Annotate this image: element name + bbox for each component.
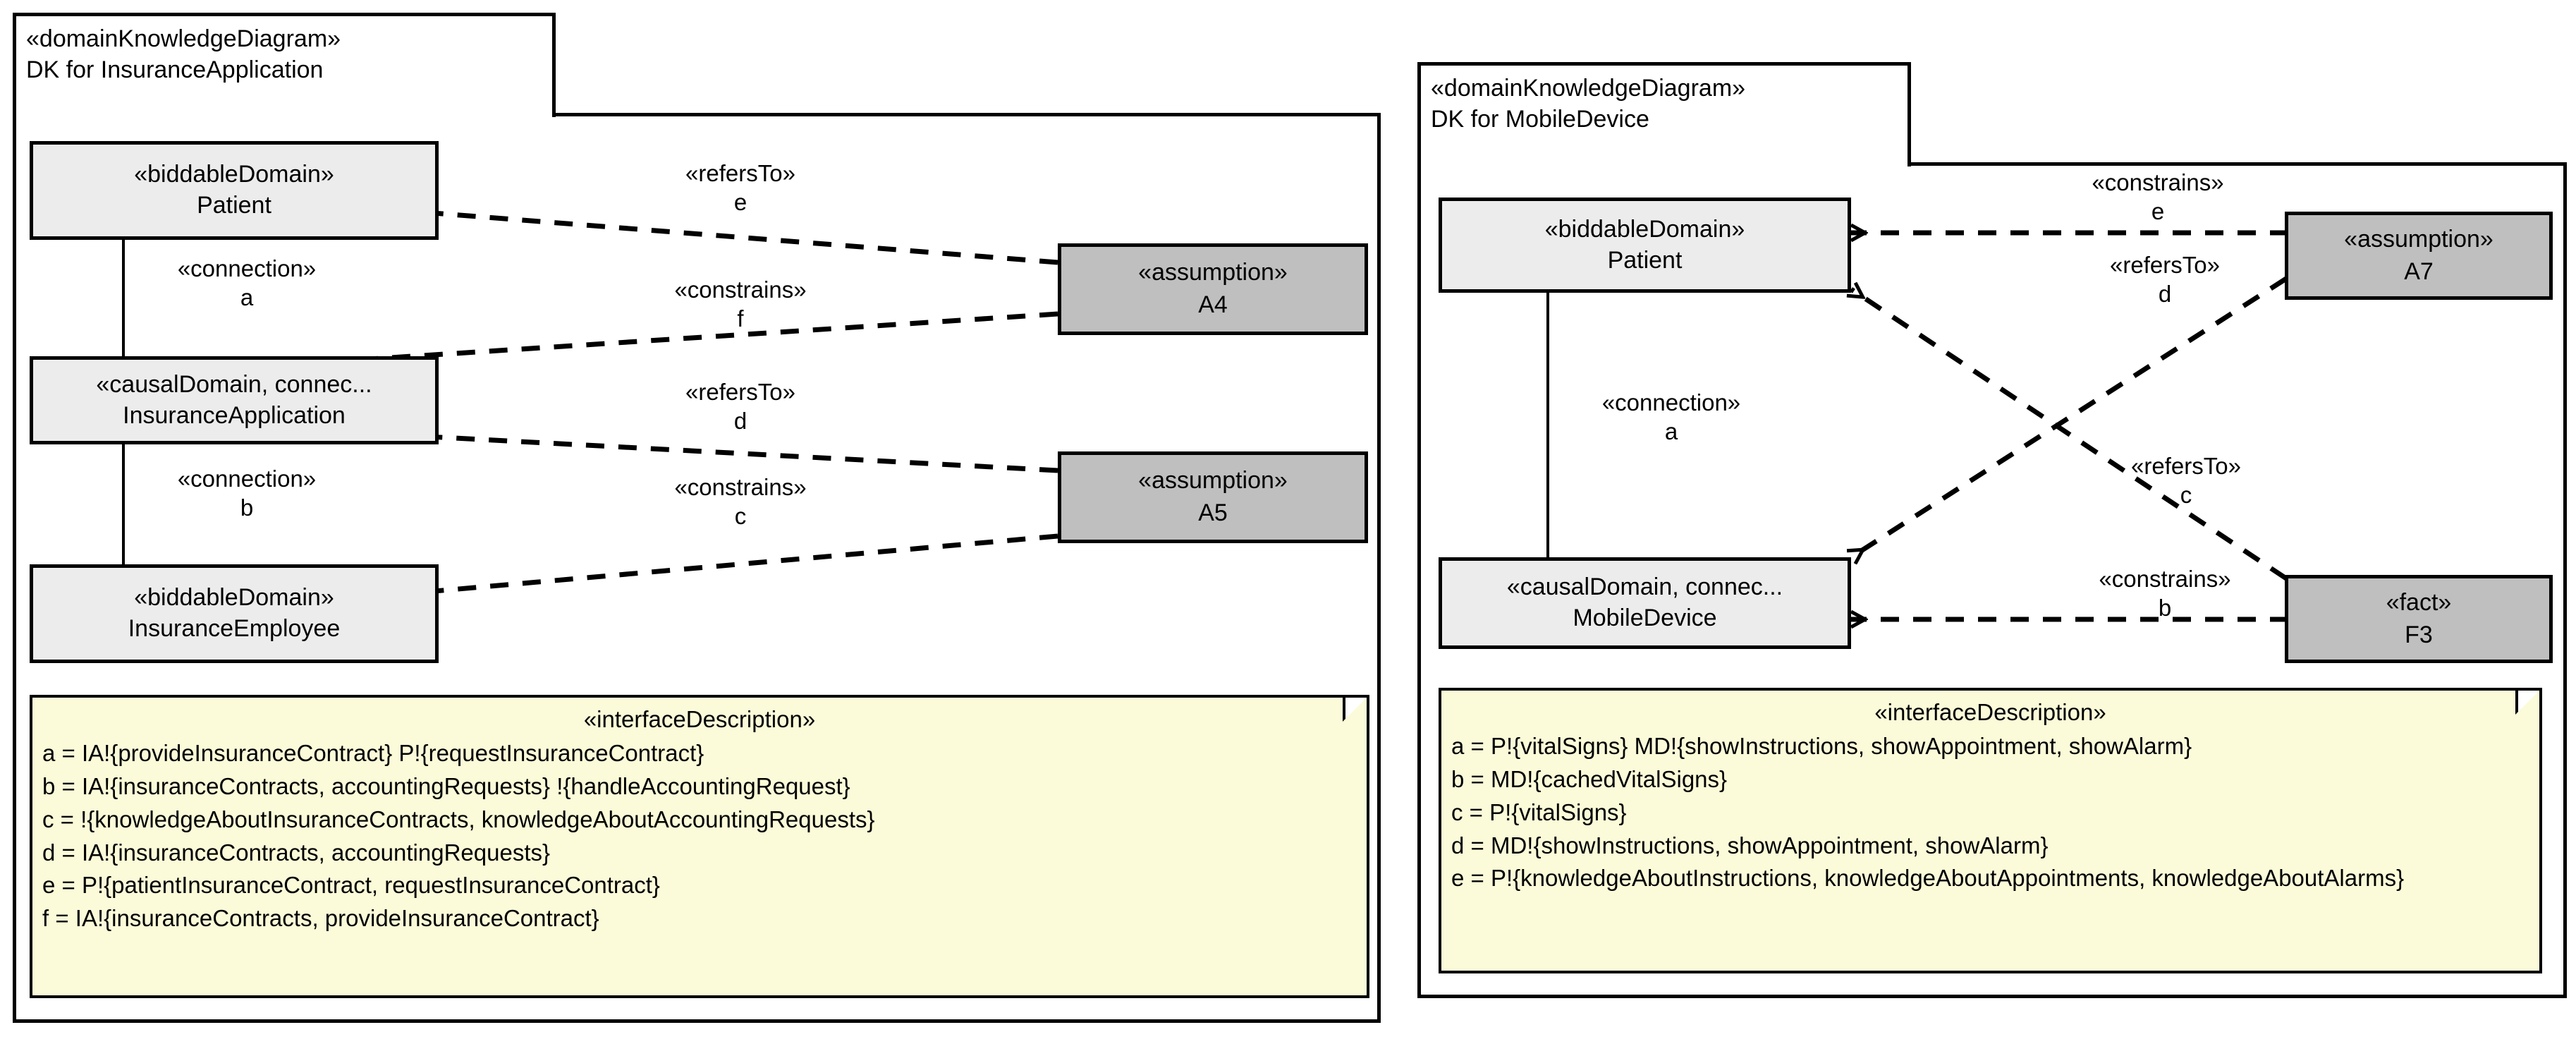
domain-stereotype: «biddableDomain» <box>134 161 334 188</box>
knowledge-box-a7[interactable]: «assumption» A7 <box>2285 212 2553 300</box>
note-interface-description-left: «interfaceDescription» a = IA!{provideIn… <box>30 695 1369 998</box>
note-interface-description-right: «interfaceDescription» a = P!{vitalSigns… <box>1439 688 2542 973</box>
knowledge-name: A7 <box>2404 257 2434 285</box>
domain-name: Patient <box>197 192 271 219</box>
note-line: a = P!{vitalSigns} MD!{showInstructions,… <box>1451 733 2192 759</box>
knowledge-box-f3[interactable]: «fact» F3 <box>2285 575 2553 663</box>
note-line: d = MD!{showInstructions, showAppointmen… <box>1451 832 2049 858</box>
domain-name: Patient <box>1607 246 1683 274</box>
note-line: f = IA!{insuranceContracts, provideInsur… <box>42 905 599 932</box>
note-fold-icon <box>2515 691 2539 715</box>
frame-tab-insurance-application: «domainKnowledgeDiagram» DK for Insuranc… <box>13 13 556 117</box>
domain-box-patient[interactable]: «biddableDomain» Patient <box>30 141 439 240</box>
frame-stereotype: «domainKnowledgeDiagram» <box>1431 75 1746 102</box>
relation-line-d <box>219 425 1058 473</box>
frame-tab-mobile-device: «domainKnowledgeDiagram» DK for MobileDe… <box>1417 62 1911 166</box>
domain-stereotype: «causalDomain, connec... <box>96 370 372 398</box>
note-line: a = IA!{provideInsuranceContract} P!{req… <box>42 740 704 766</box>
domain-name: MobileDevice <box>1573 605 1717 631</box>
note-line: d = IA!{insuranceContracts, accountingRe… <box>42 839 551 866</box>
domain-name: InsuranceApplication <box>123 401 346 429</box>
relation-line-c2 <box>1851 289 2288 581</box>
note-line: c = !{knowledgeAboutInsuranceContracts, … <box>42 806 875 832</box>
note-line: b = IA!{insuranceContracts, accountingRe… <box>42 772 850 799</box>
note-title: «interfaceDescription» <box>583 706 816 732</box>
domain-box-insurance-employee[interactable]: «biddableDomain» InsuranceEmployee <box>30 564 439 663</box>
domain-stereotype: «biddableDomain» <box>1544 215 1745 243</box>
domain-box-insurance-application[interactable]: «causalDomain, connec... InsuranceApplic… <box>30 356 439 444</box>
knowledge-box-a5[interactable]: «assumption» A5 <box>1058 451 1368 543</box>
frame-name: DK for InsuranceApplication <box>26 56 324 84</box>
knowledge-stereotype: «assumption» <box>1138 259 1288 286</box>
note-line: b = MD!{cachedVitalSigns} <box>1451 765 1728 792</box>
relation-line-d2 <box>1851 277 2288 557</box>
knowledge-stereotype: «assumption» <box>1138 467 1288 494</box>
domain-box-mobile-device[interactable]: «causalDomain, connec... MobileDevice <box>1439 557 1851 649</box>
knowledge-box-a4[interactable]: «assumption» A4 <box>1058 243 1368 335</box>
frame-stereotype: «domainKnowledgeDiagram» <box>26 25 341 52</box>
domain-stereotype: «causalDomain, connec... <box>1506 573 1783 601</box>
relation-line-c <box>219 533 1058 610</box>
domain-box-patient-2[interactable]: «biddableDomain» Patient <box>1439 198 1851 293</box>
domain-stereotype: «biddableDomain» <box>134 584 334 612</box>
domain-name: InsuranceEmployee <box>128 615 341 642</box>
knowledge-stereotype: «assumption» <box>2344 225 2493 253</box>
knowledge-name: A4 <box>1198 291 1228 318</box>
knowledge-stereotype: «fact» <box>2386 588 2452 616</box>
frame-name: DK for MobileDevice <box>1431 106 1649 133</box>
note-line: e = P!{knowledgeAboutInstructions, knowl… <box>1451 865 2405 892</box>
relation-line-f <box>219 311 1058 369</box>
knowledge-name: F3 <box>2405 621 2433 648</box>
note-line: e = P!{patientInsuranceContract, request… <box>42 872 660 899</box>
knowledge-name: A5 <box>1198 499 1228 526</box>
note-title: «interfaceDescription» <box>1874 699 2106 725</box>
relation-line-e <box>219 196 1058 265</box>
note-line: c = P!{vitalSigns} <box>1451 799 1627 825</box>
note-fold-icon <box>1343 698 1367 722</box>
